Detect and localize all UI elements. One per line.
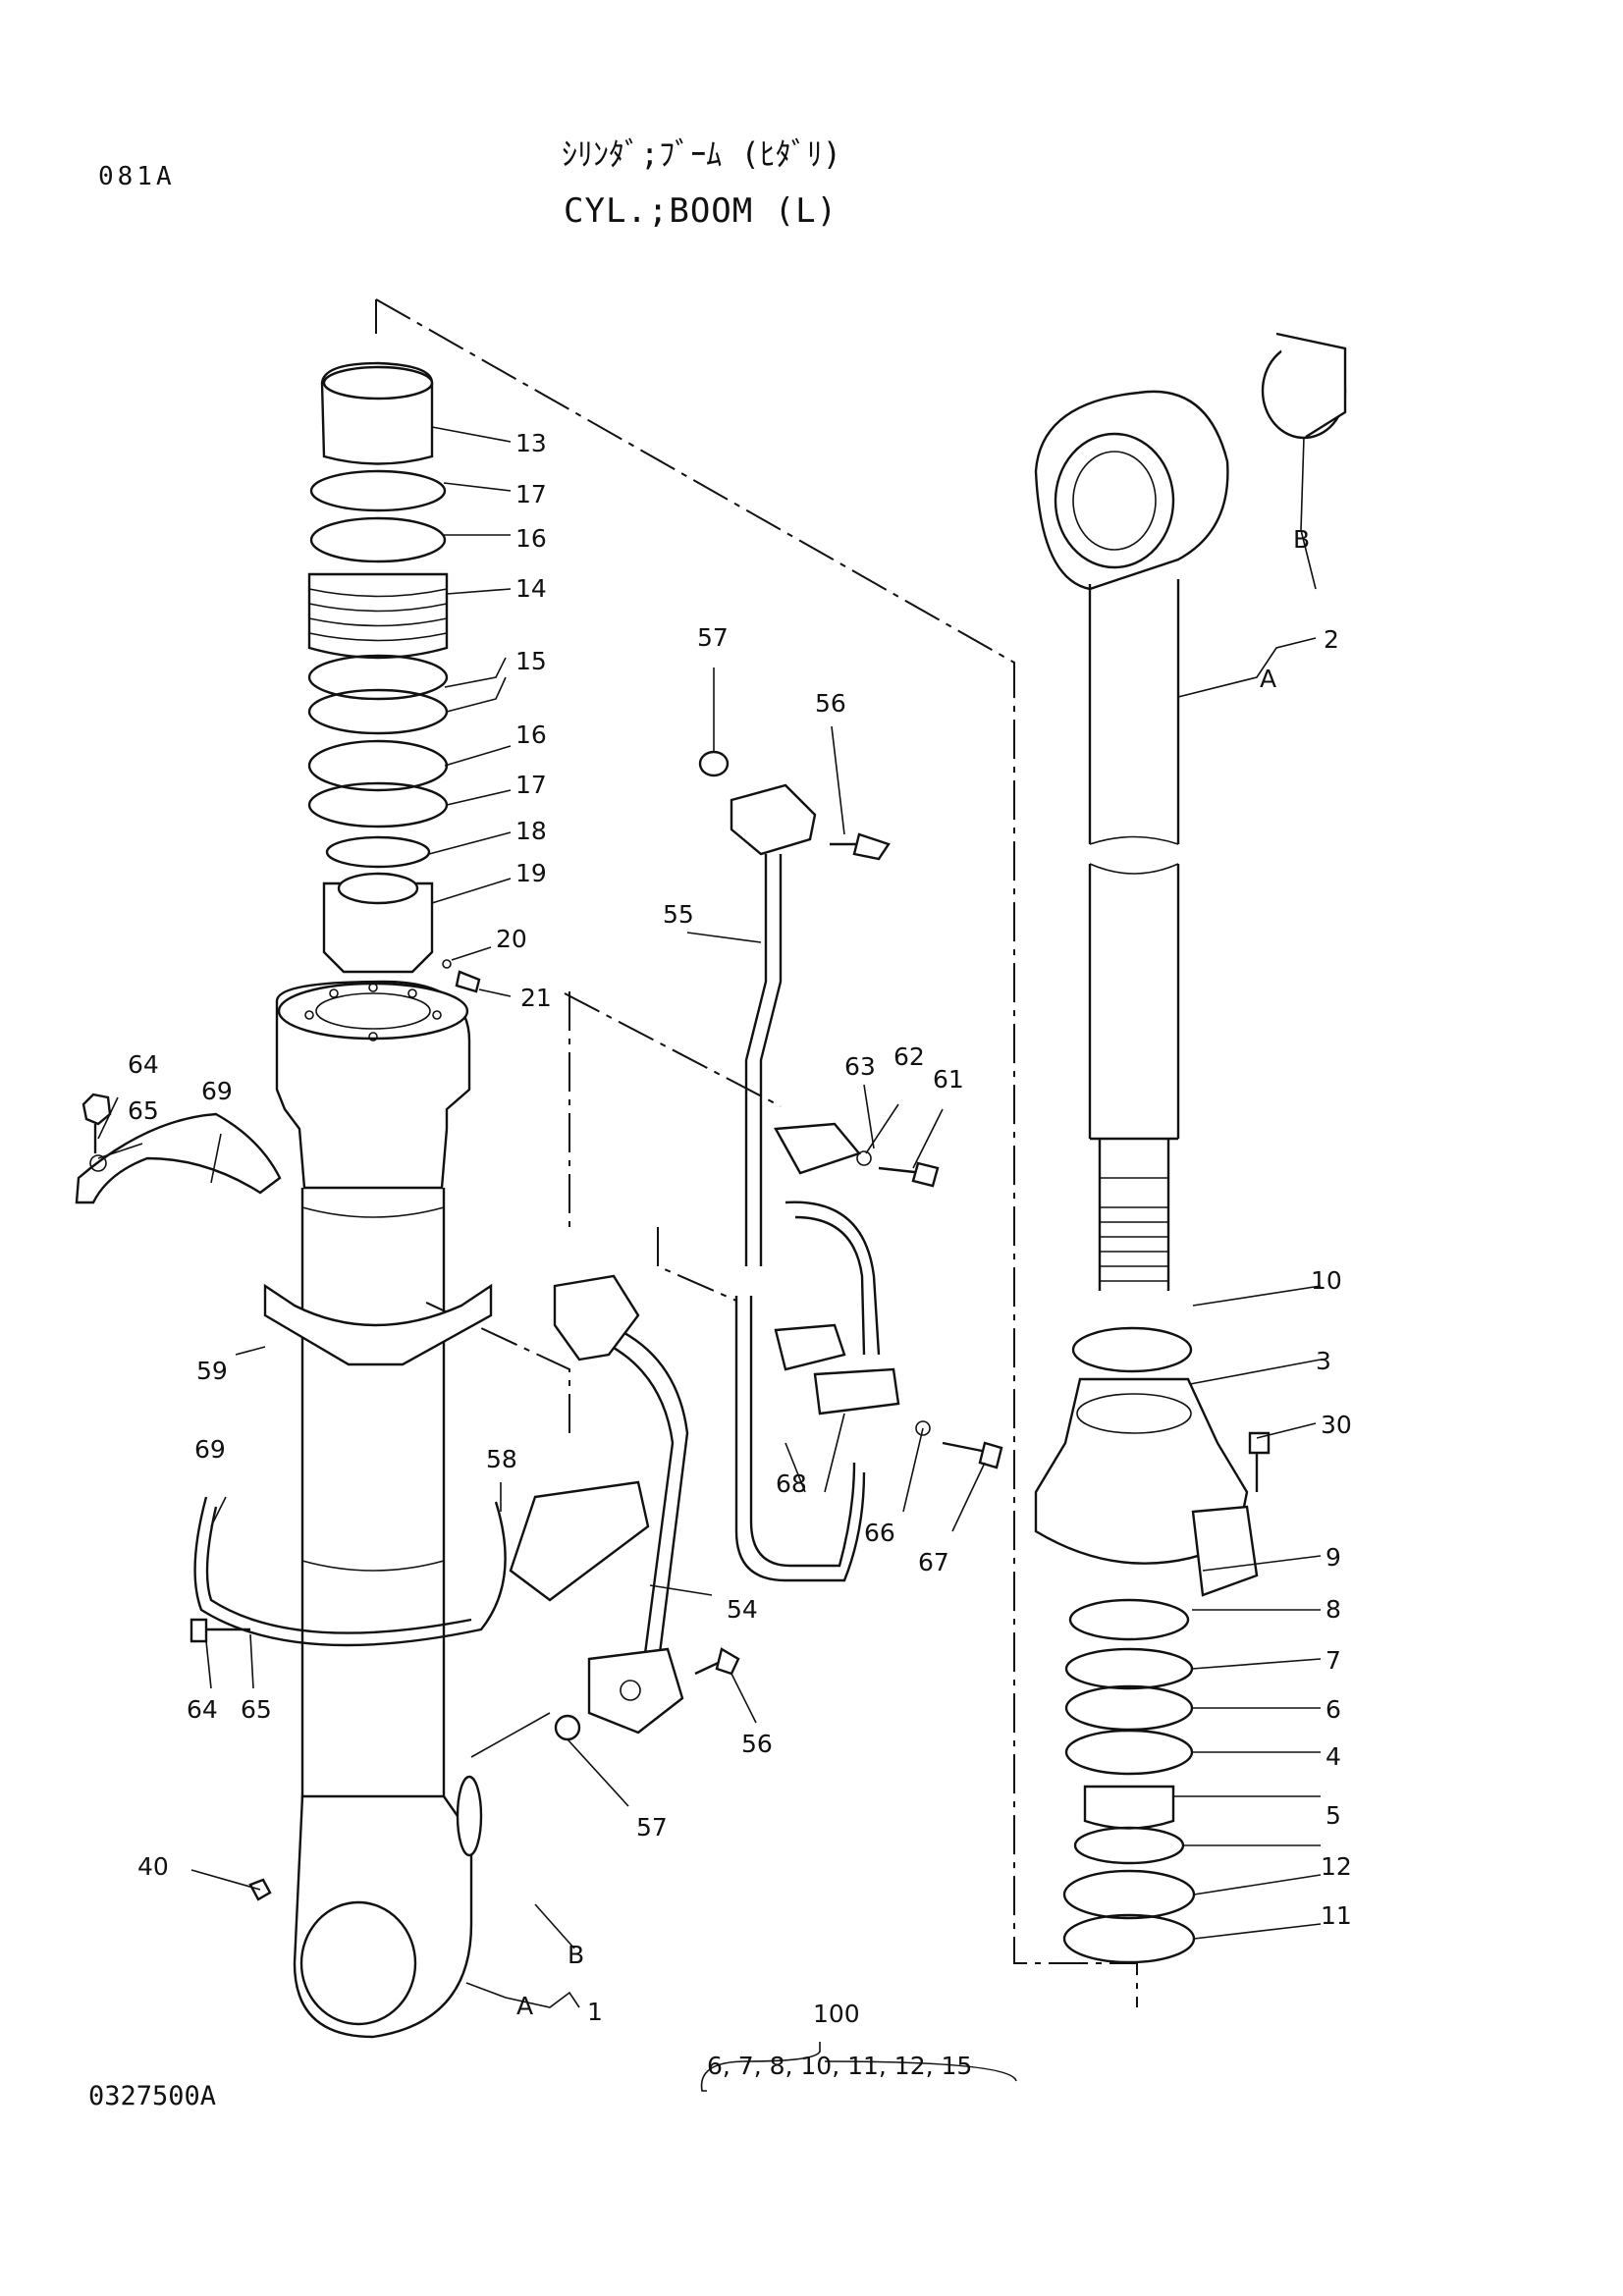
page-code: 081A — [98, 162, 176, 191]
callout-57: 57 — [697, 623, 729, 652]
callout-67: 67 — [918, 1548, 949, 1576]
callout-11: 11 — [1321, 1901, 1352, 1930]
callout-16: 16 — [515, 721, 547, 749]
callout-64: 64 — [128, 1050, 159, 1079]
title-english: CYL.;BOOM (L) — [564, 191, 839, 231]
callout-8: 8 — [1325, 1595, 1341, 1624]
callout-69: 69 — [194, 1435, 226, 1464]
callout-labels: 13 17 16 14 15 16 17 18 19 20 21 57 56 5… — [128, 429, 1352, 2080]
letter-A: A — [516, 1992, 533, 2020]
callout-16: 16 — [515, 524, 547, 553]
callout-18: 18 — [515, 817, 547, 845]
letter-B: B — [1293, 525, 1310, 554]
callout-5: 5 — [1325, 1801, 1341, 1830]
callout-17: 17 — [515, 771, 547, 799]
title-japanese: ｼﾘﾝﾀﾞ;ﾌﾞｰﾑ (ﾋﾀﾞﾘ) — [562, 135, 842, 173]
piston-seal-stack — [307, 361, 481, 993]
hydraulic-pipes — [598, 854, 881, 1699]
cylinder-tube — [275, 980, 483, 2039]
kit-number: 100 — [813, 2000, 860, 2028]
callout-69: 69 — [201, 1077, 233, 1105]
fittings — [553, 783, 900, 1735]
callout-58: 58 — [486, 1445, 517, 1473]
callout-2: 2 — [1324, 625, 1339, 654]
callout-64: 64 — [187, 1695, 218, 1724]
tube-bands — [75, 1112, 650, 1647]
callout-21: 21 — [520, 984, 552, 1012]
callout-68: 68 — [776, 1469, 807, 1498]
piston-rod — [1034, 332, 1347, 1291]
callout-61: 61 — [933, 1065, 964, 1094]
callout-20: 20 — [496, 925, 527, 953]
callout-57: 57 — [636, 1813, 668, 1842]
callout-3: 3 — [1316, 1347, 1331, 1375]
callout-4: 4 — [1325, 1742, 1341, 1771]
callout-55: 55 — [663, 900, 694, 929]
callout-66: 66 — [864, 1519, 895, 1547]
callout-1: 1 — [587, 1998, 603, 2026]
callout-9: 9 — [1325, 1543, 1341, 1572]
callout-56: 56 — [815, 689, 846, 718]
callout-17: 17 — [515, 480, 547, 508]
callout-56: 56 — [741, 1730, 773, 1758]
callout-6: 6 — [1325, 1695, 1341, 1724]
callout-65: 65 — [241, 1695, 272, 1724]
head-seal-stack — [1062, 1598, 1196, 1964]
callout-65: 65 — [128, 1096, 159, 1125]
callout-59: 59 — [196, 1357, 228, 1385]
callout-12: 12 — [1321, 1852, 1352, 1881]
callout-13: 13 — [515, 429, 547, 457]
callout-19: 19 — [515, 859, 547, 887]
drawing-number: 0327500A — [88, 2081, 217, 2111]
callout-14: 14 — [515, 574, 547, 603]
callout-10: 10 — [1311, 1266, 1342, 1295]
letter-B: B — [568, 1941, 584, 1969]
callout-40: 40 — [137, 1852, 169, 1881]
cylinder-head — [1034, 1326, 1259, 1597]
callout-7: 7 — [1325, 1646, 1341, 1675]
letter-A: A — [1260, 665, 1276, 693]
callout-30: 30 — [1321, 1411, 1352, 1439]
callout-63: 63 — [844, 1052, 876, 1081]
callout-54: 54 — [727, 1595, 758, 1624]
callout-62: 62 — [893, 1042, 925, 1071]
callout-15: 15 — [515, 647, 547, 675]
hardware — [81, 750, 1271, 1901]
kit-parts: 6, 7, 8, 10, 11, 12, 15 — [707, 2052, 972, 2080]
leader-lines — [97, 426, 1322, 2092]
